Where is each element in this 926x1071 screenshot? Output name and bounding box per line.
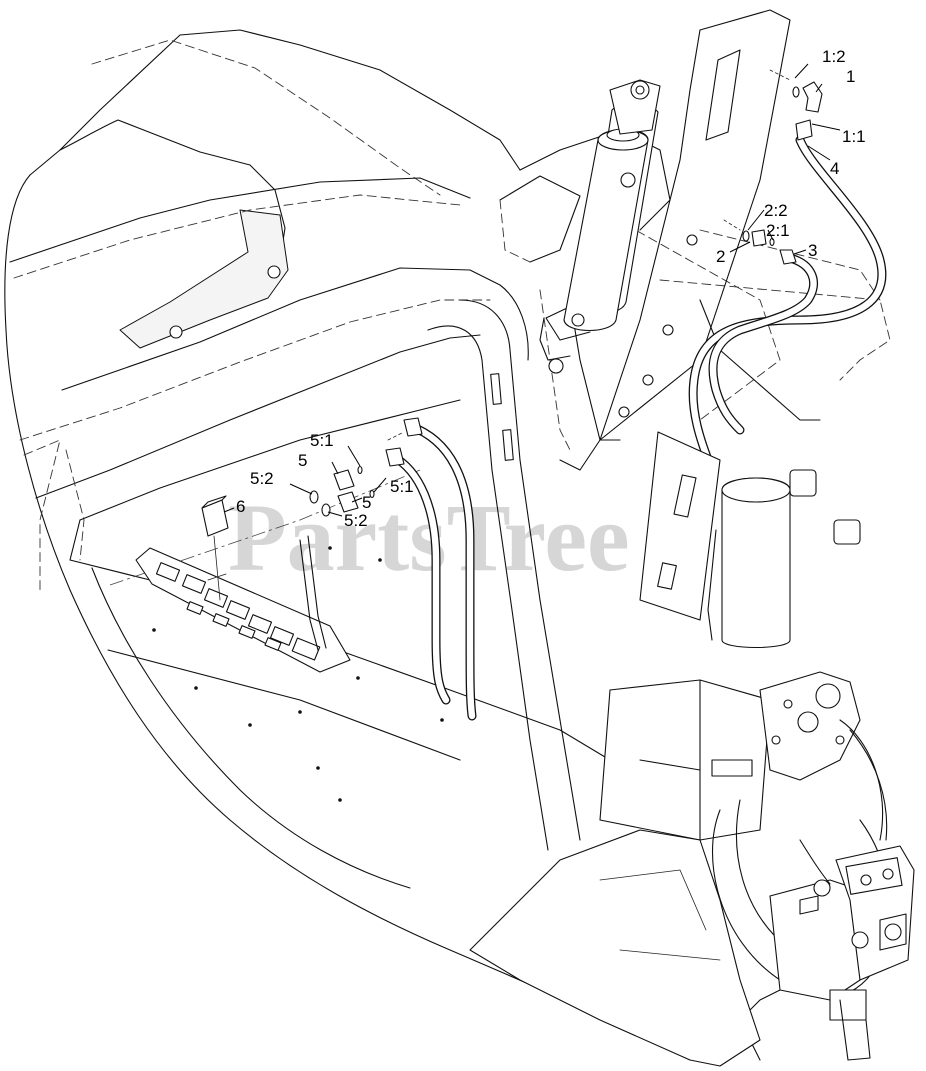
callout-2: 2	[716, 247, 725, 266]
callout-5-2-lower: 5:2	[344, 511, 368, 530]
callout-2-2: 2:2	[764, 201, 788, 220]
callout-5-lower: 5	[362, 493, 371, 512]
callout-4: 4	[830, 159, 839, 178]
hose-assembly-center	[299, 417, 477, 721]
switch-part-6	[201, 495, 229, 601]
callout-3: 3	[808, 241, 817, 260]
drive-motor-assembly	[469, 431, 915, 1067]
callout-5-1-lower: 5:1	[390, 477, 414, 496]
callout-1-2: 1:2	[822, 47, 846, 66]
alignment-guides	[387, 69, 791, 441]
watermark: PartsTree TM	[228, 484, 691, 591]
callout-5-1-upper: 5:1	[310, 431, 334, 450]
machine-body-outline	[4, 29, 691, 1061]
callout-6: 6	[236, 497, 245, 516]
callout-1-1: 1:1	[842, 127, 866, 146]
callout-1: 1	[846, 67, 855, 86]
callout-2-1: 2:1	[766, 221, 790, 240]
hose-assembly-upper	[688, 81, 887, 475]
frame-upright	[427, 9, 891, 851]
callout-5-2-upper: 5:2	[250, 469, 274, 488]
hydraulic-cylinder	[539, 79, 661, 374]
callout-labels: 1:2 1 1:1 4 2:2 2:1 2 3 5:1 5 5:2 5 5:1 …	[236, 47, 866, 530]
leader-lines	[223, 63, 841, 517]
callout-5-upper: 5	[298, 451, 307, 470]
control-panel-switches	[155, 562, 321, 661]
